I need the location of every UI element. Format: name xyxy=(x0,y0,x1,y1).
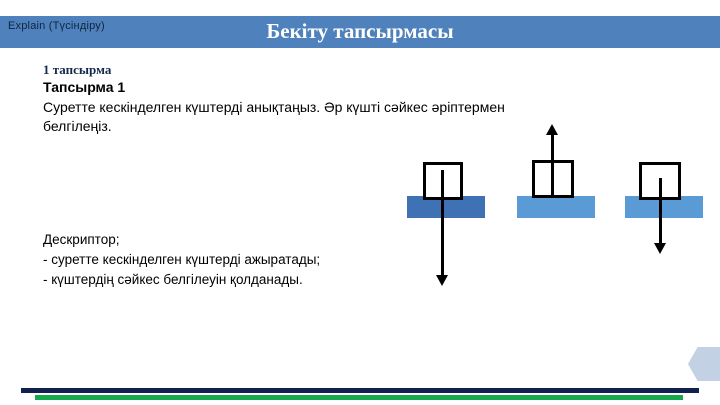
task-heading: Тапсырма 1 xyxy=(43,79,126,95)
figure-2-arrow-shaft xyxy=(551,134,554,198)
diagram-figure-2 xyxy=(505,120,605,295)
diagram-figure-3 xyxy=(613,120,713,295)
footer-navy-bar xyxy=(21,388,699,393)
task-number-heading: 1 тапсырма xyxy=(43,62,112,77)
diagram-figure-1 xyxy=(395,120,495,295)
descriptor-block: Дескриптор; - суретте кескінделген күште… xyxy=(43,230,473,290)
figure-2-surface-bar xyxy=(517,196,595,218)
descriptor-title: Дескриптор; xyxy=(43,232,120,247)
section-label: Explain (Түсіндіру) xyxy=(8,20,105,32)
descriptor-item-1: - суретте кескінделген күштерді ажыратад… xyxy=(43,252,321,267)
force-diagram xyxy=(395,120,703,295)
figure-1-surface-bar xyxy=(407,196,485,218)
task-body-text: Суретте кескінделген күштерді анықтаңыз.… xyxy=(43,99,505,134)
figure-1-arrow-head-down xyxy=(436,275,448,286)
footer-green-bar xyxy=(35,395,683,400)
page-title: Бекіту тапсырмасы xyxy=(266,19,454,43)
figure-2-arrow-head-up xyxy=(546,124,558,135)
descriptor-item-2: - күштердің сәйкес белгілеуін қолданады. xyxy=(43,272,303,287)
chevron-left-icon xyxy=(688,347,720,381)
figure-3-arrow-head-down xyxy=(654,243,666,254)
figure-3-surface-bar xyxy=(625,196,703,218)
figure-3-arrow-shaft xyxy=(659,178,662,245)
figure-1-arrow-shaft xyxy=(441,170,444,277)
header-band xyxy=(0,16,720,48)
